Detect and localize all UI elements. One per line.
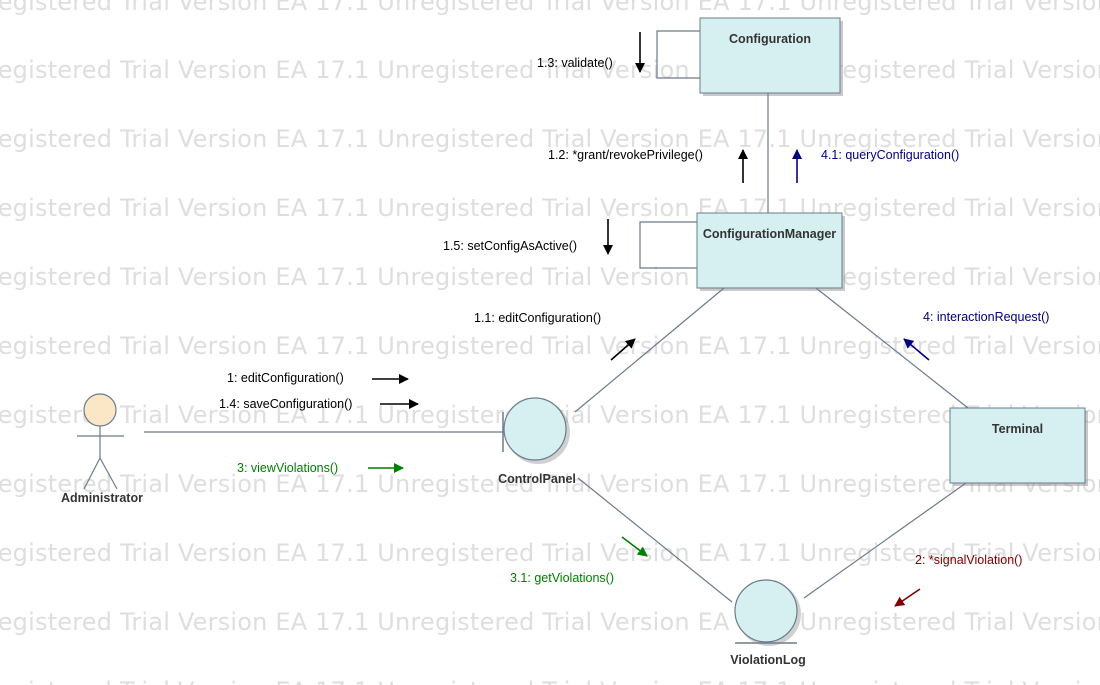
self-link-configuration <box>656 30 700 79</box>
msg-signal-violation: 2: *signalViolation() <box>915 553 1023 567</box>
configuration-name: Configuration <box>729 32 811 46</box>
configuration-object[interactable] <box>699 17 843 96</box>
configuration-manager-name: ConfigurationManager <box>702 227 837 241</box>
arrow-signal-violation <box>894 588 921 607</box>
link-controlpanel-violationlog <box>577 477 733 603</box>
administrator-name: Administrator <box>61 491 143 505</box>
msg-interaction-request: 4: interactionRequest() <box>923 310 1050 324</box>
msg-edit-configuration-1: 1: editConfiguration() <box>227 371 344 385</box>
terminal-object[interactable] <box>949 407 1088 486</box>
arrow-edit-configuration-1-1 <box>610 338 636 361</box>
msg-grant-revoke-privilege: 1.2: *grant/revokePrivilege() <box>548 148 703 162</box>
link-controlpanel-configmanager <box>574 287 725 413</box>
control-panel-name: ControlPanel <box>498 472 576 486</box>
msg-view-violations: 3: viewViolations() <box>237 461 339 475</box>
violation-log-name: ViolationLog <box>730 653 806 667</box>
msg-save-configuration: 1.4: saveConfiguration() <box>219 397 353 411</box>
configuration-manager-object[interactable] <box>696 212 845 291</box>
arrow-interaction-request <box>903 338 930 361</box>
msg-edit-configuration-1-1: 1.1: editConfiguration() <box>474 311 602 325</box>
msg-query-configuration: 4.1: queryConfiguration() <box>821 148 960 162</box>
link-terminal-violationlog <box>803 482 967 599</box>
message-arrows <box>368 32 930 607</box>
connectors <box>144 30 969 603</box>
link-configmanager-terminal <box>815 287 969 409</box>
administrator-actor[interactable] <box>77 393 124 490</box>
control-panel-boundary[interactable] <box>502 397 570 464</box>
msg-set-config-as-active: 1.5: setConfigAsActive() <box>443 239 578 253</box>
msg-validate: 1.3: validate() <box>537 56 613 70</box>
terminal-name: Terminal <box>991 422 1044 436</box>
arrow-get-violations <box>621 536 648 557</box>
violation-log-entity[interactable] <box>734 579 801 646</box>
msg-get-violations: 3.1: getViolations() <box>510 571 614 585</box>
self-link-configmanager <box>639 221 697 269</box>
